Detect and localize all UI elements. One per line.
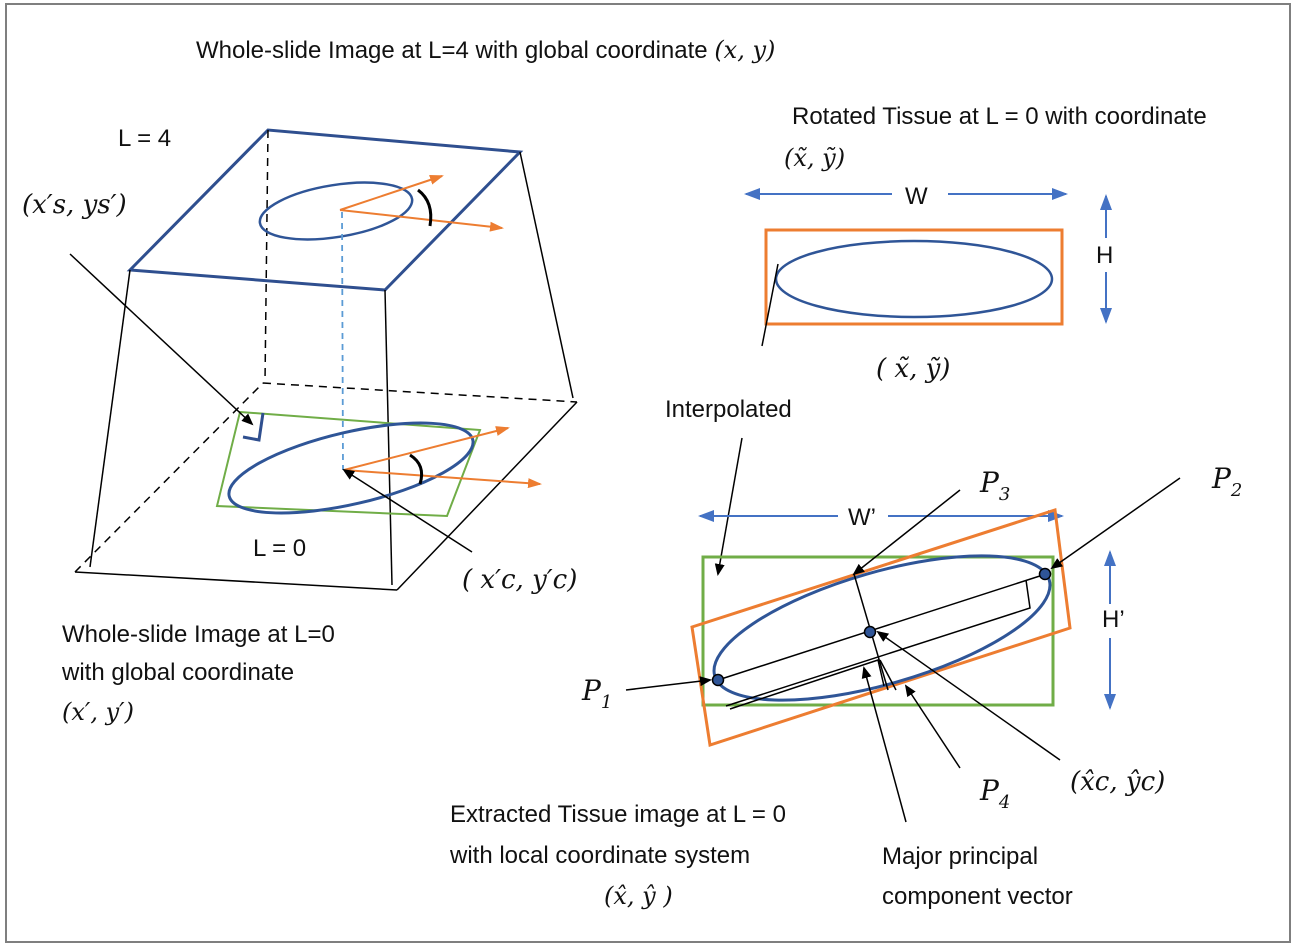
level-l0-label: L = 0 (253, 535, 306, 562)
left-caption-line1: Whole-slide Image at L=0 (62, 621, 335, 648)
interpolated-bbox (690, 508, 1072, 747)
level-l4-label: L = 4 (118, 125, 171, 152)
rotated-caption-line1: Rotated Tissue at L = 0 with coordinate (792, 103, 1207, 130)
center-point-marker (863, 625, 877, 639)
point-p3-label: P3 (979, 466, 1010, 505)
point-p2-label: P2 (1211, 462, 1242, 501)
height-prime-label: H’ (1102, 606, 1125, 633)
pca-label-line2: component vector (882, 883, 1073, 910)
rotated-bbox (764, 228, 1064, 326)
tissue-ellipse-l0 (227, 421, 475, 515)
extracted-bbox (701, 555, 1055, 707)
point-p1-label: P1 (581, 674, 612, 713)
tissue-ellipse-l4 (258, 181, 414, 241)
rotated-box-coord: ( x̃, ỹ) (876, 354, 950, 384)
point-p2-marker (1038, 567, 1052, 581)
title: Whole-slide Image at L=4 with global coo… (196, 36, 775, 64)
left-caption-coord: (x′, y′) (62, 698, 134, 726)
interpolated-label: Interpolated (665, 396, 792, 423)
center-point-label: ( x′c, y′c) (462, 565, 577, 595)
extracted-caption-line2: with local coordinate system (449, 842, 750, 869)
pyramid-diagram (69, 128, 578, 591)
height-label: H (1096, 242, 1113, 269)
pca-label-line1: Major principal (882, 843, 1038, 870)
point-p4-label: P4 (979, 774, 1010, 813)
extracted-caption-line1: Extracted Tissue image at L = 0 (450, 801, 786, 828)
angle-mark-bottom (409, 453, 424, 485)
rotated-caption-coord: (x̃, ỹ) (784, 144, 845, 172)
left-caption-line2: with global coordinate (61, 659, 294, 686)
rotated-ellipse (774, 239, 1054, 319)
angle-mark-top (417, 188, 433, 227)
width-label: W (905, 183, 928, 210)
plane-l4 (126, 128, 524, 292)
extracted-caption-coord: (x̂, ŷ ) (604, 882, 673, 910)
point-p1-marker (711, 673, 725, 687)
width-prime-label: W’ (848, 504, 876, 531)
figure-border (5, 3, 1291, 943)
start-point-label: (x′s, ys′) (22, 190, 127, 220)
center-coord-label: (x̂c, ŷc) (1070, 767, 1165, 797)
